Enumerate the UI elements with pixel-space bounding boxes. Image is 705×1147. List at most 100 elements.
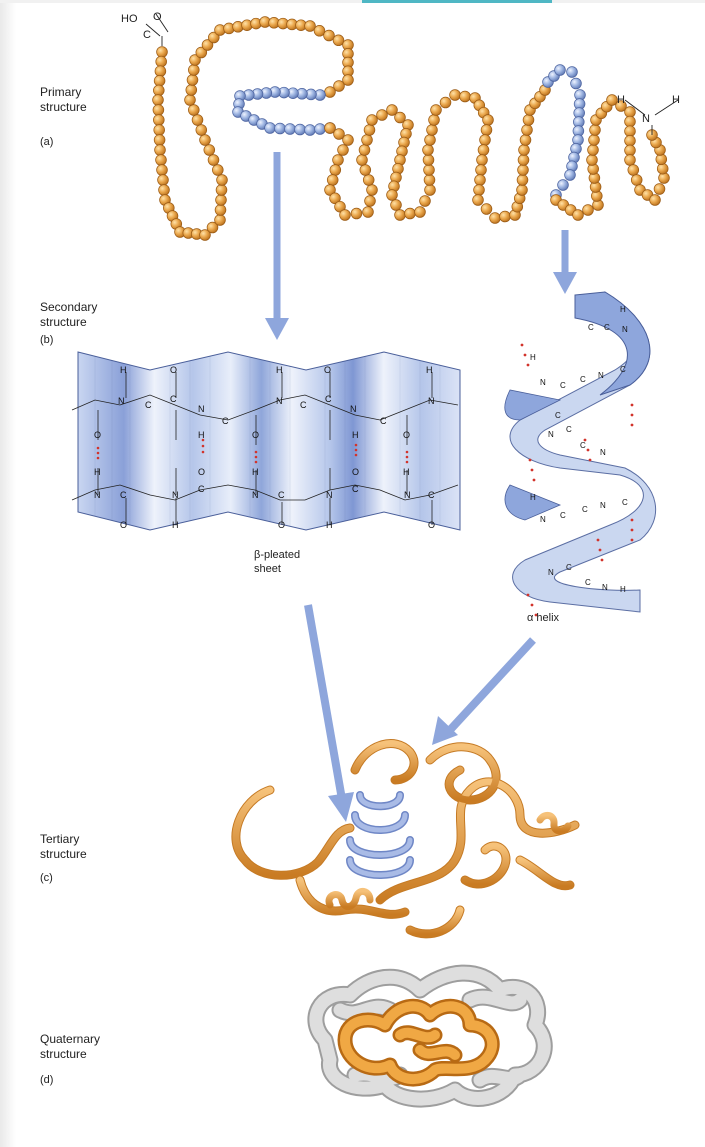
svg-text:H: H [403, 467, 410, 477]
amino-acid-bead-orange [475, 175, 486, 186]
svg-text:C: C [622, 498, 628, 507]
primary-bead-chain [146, 14, 678, 240]
amino-acid-bead-orange [314, 25, 325, 36]
amino-acid-bead-orange [395, 210, 406, 221]
alpha-helix-label: α helix [527, 612, 559, 624]
svg-text:H: H [426, 365, 433, 375]
amino-acid-bead-orange [343, 135, 354, 146]
hydrogen-label-2: H [672, 94, 680, 106]
amino-acid-bead-orange [153, 115, 164, 126]
amino-acid-bead-orange [185, 95, 196, 106]
amino-acid-bead-orange [192, 115, 203, 126]
svg-text:C: C [620, 365, 626, 374]
carbon-label: C [143, 29, 151, 41]
amino-acid-bead-orange [153, 105, 164, 116]
amino-acid-bead-orange [425, 135, 436, 146]
amino-acid-bead-blue [571, 78, 582, 89]
amino-acid-bead-orange [188, 65, 199, 76]
quaternary-title: Quaternary structure [40, 1032, 100, 1062]
amino-acid-bead-orange [590, 125, 601, 136]
amino-acid-bead-orange [625, 145, 636, 156]
amino-acid-bead-orange [215, 205, 226, 216]
amino-acid-bead-blue [567, 67, 578, 78]
amino-acid-bead-blue [565, 170, 576, 181]
amino-acid-bead-orange [522, 125, 533, 136]
svg-text:C: C [278, 490, 285, 500]
svg-text:N: N [548, 568, 554, 577]
amino-acid-bead-orange [340, 210, 351, 221]
amino-acid-bead-orange [478, 145, 489, 156]
amino-acid-bead-blue [555, 65, 566, 76]
quaternary-complex [316, 973, 544, 1099]
amino-acid-bead-orange [159, 185, 170, 196]
tertiary-title-line1: Tertiary [40, 832, 87, 847]
amino-acid-bead-orange [155, 66, 166, 77]
secondary-letter: (b) [40, 334, 53, 346]
amino-acid-bead-orange [333, 155, 344, 166]
svg-text:N: N [600, 448, 606, 457]
amino-acid-bead-orange [391, 200, 402, 211]
amino-acid-bead-orange [500, 211, 511, 222]
amino-acid-bead-orange [377, 110, 388, 121]
amino-acid-bead-orange [351, 208, 362, 219]
beta-sheet-label: β-pleated sheet [254, 548, 300, 576]
svg-text:C: C [428, 490, 435, 500]
amino-acid-bead-orange [217, 175, 228, 186]
svg-text:H: H [620, 305, 626, 314]
amino-acid-bead-orange [333, 35, 344, 46]
amino-acid-bead-orange [154, 75, 165, 86]
amino-acid-bead-orange [440, 97, 451, 108]
beta-sheet-label-line2: sheet [254, 562, 300, 576]
amino-acid-bead-orange [628, 165, 639, 176]
amino-acid-bead-orange [387, 190, 398, 201]
svg-text:C: C [604, 323, 610, 332]
amino-acid-bead-blue [558, 180, 569, 191]
amino-acid-bead-orange [474, 185, 485, 196]
svg-text:N: N [598, 371, 604, 380]
amino-acid-bead-orange [625, 107, 636, 118]
beta-sheet-label-line1: β-pleated [254, 548, 300, 562]
amino-acid-bead-blue [285, 124, 296, 135]
amino-acid-bead-orange [186, 85, 197, 96]
amino-acid-bead-orange [325, 87, 336, 98]
svg-text:C: C [352, 484, 359, 494]
amino-acid-bead-orange [460, 91, 471, 102]
amino-acid-bead-orange [364, 125, 375, 136]
amino-acid-bead-orange [480, 135, 491, 146]
quaternary-title-line2: structure [40, 1047, 100, 1062]
amino-acid-bead-orange [208, 155, 219, 166]
amino-acid-bead-orange [188, 105, 199, 116]
svg-text:O: O [324, 365, 331, 375]
svg-text:C: C [300, 400, 307, 410]
svg-text:O: O [94, 430, 101, 440]
hydrogen-label-1: H [617, 94, 625, 106]
amino-acid-bead-orange [204, 145, 215, 156]
svg-text:C: C [325, 394, 332, 404]
svg-text:H: H [326, 520, 333, 530]
primary-title: Primary structure [40, 85, 87, 115]
amino-acid-bead-orange [363, 207, 374, 218]
secondary-title-line2: structure [40, 315, 97, 330]
svg-text:N: N [350, 404, 357, 414]
amino-acid-bead-orange [215, 215, 226, 226]
quaternary-letter: (d) [40, 1074, 53, 1086]
svg-text:O: O [428, 520, 435, 530]
amino-acid-bead-orange [424, 175, 435, 186]
quaternary-title-line1: Quaternary [40, 1032, 100, 1047]
amino-acid-bead-blue [265, 123, 276, 134]
amino-acid-bead-orange [589, 135, 600, 146]
amino-acid-bead-orange [625, 126, 636, 137]
amino-acid-bead-orange [158, 175, 169, 186]
svg-text:N: N [600, 501, 606, 510]
amino-acid-bead-orange [520, 135, 531, 146]
arrow-primary-to-helix [553, 230, 577, 294]
amino-acid-bead-orange [518, 155, 529, 166]
tertiary-fold [236, 744, 575, 934]
amino-acid-bead-orange [427, 125, 438, 136]
svg-text:N: N [252, 490, 259, 500]
svg-text:O: O [120, 520, 127, 530]
nitrogen-label: N [642, 113, 650, 125]
svg-text:N: N [540, 378, 546, 387]
svg-text:O: O [278, 520, 285, 530]
svg-text:H: H [172, 520, 179, 530]
